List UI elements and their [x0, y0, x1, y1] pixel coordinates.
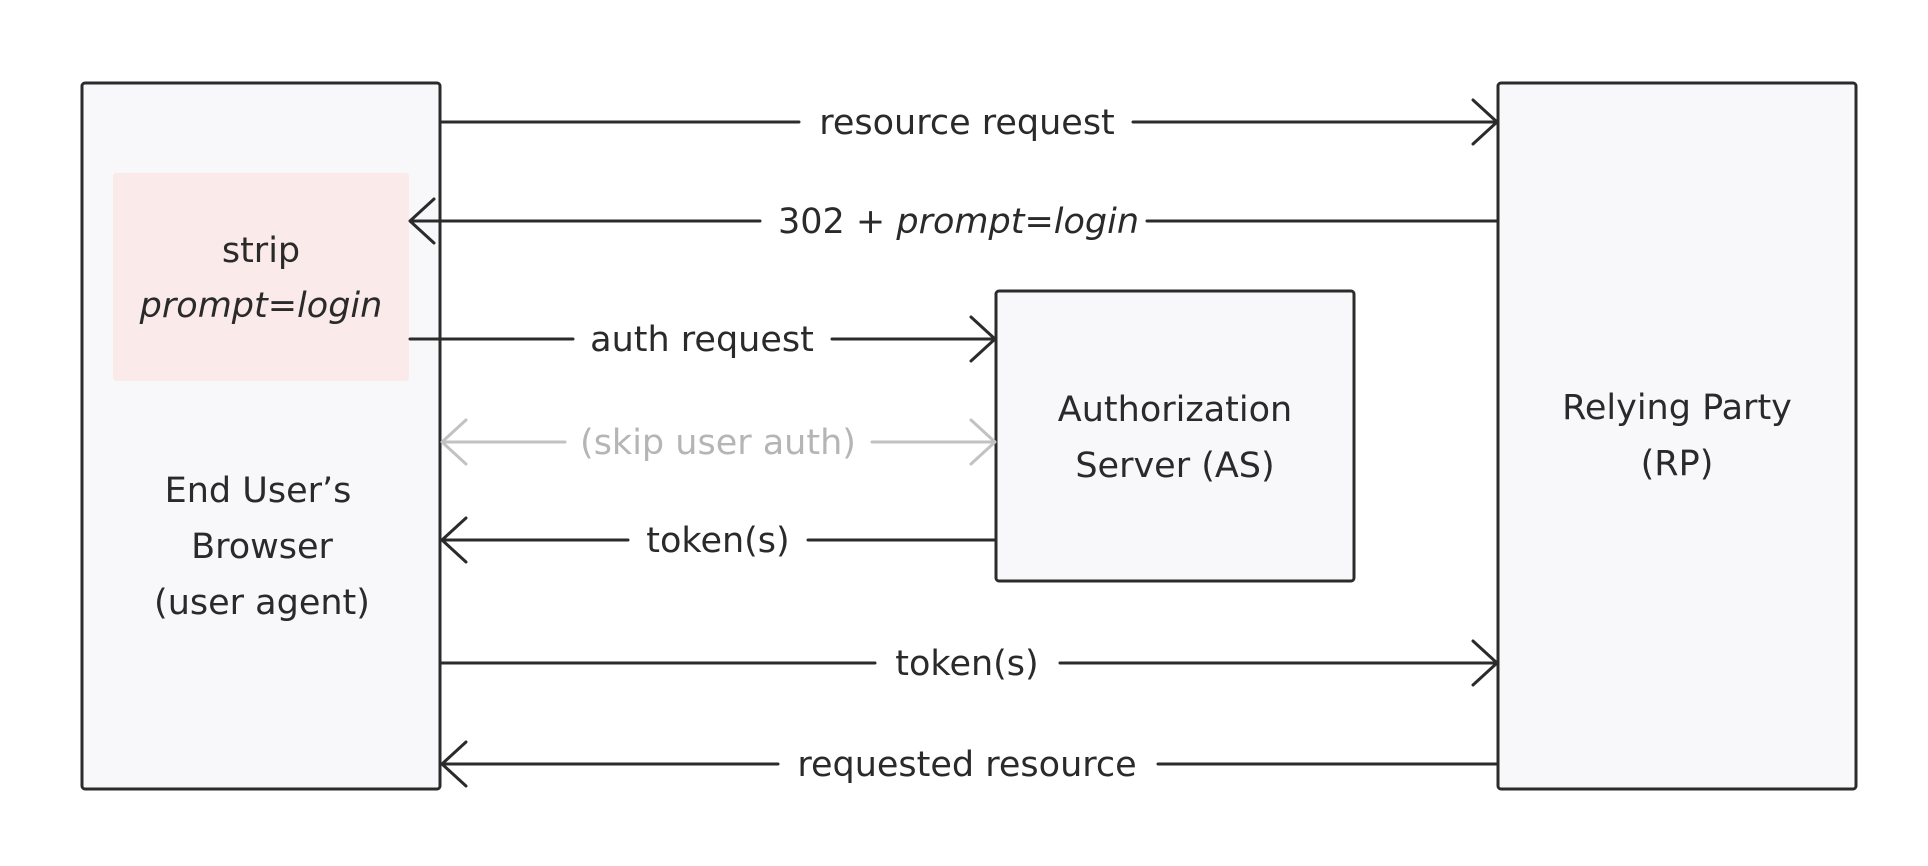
relying-party-label-line2: (RP)	[1641, 444, 1714, 484]
edge-label-tokens-to-rp: token(s)	[895, 644, 1038, 684]
edge-auth-request: auth request	[408, 315, 997, 363]
arrowhead-left-icon	[440, 418, 468, 466]
edge-tokens-from-as: token(s)	[440, 516, 998, 564]
arrowhead-left-icon	[440, 516, 468, 564]
relying-party-label-line1: Relying Party	[1562, 388, 1792, 428]
strip-note-line2: prompt=login	[139, 286, 383, 326]
auth-server-box	[994, 289, 1356, 583]
relying-party-box	[1496, 81, 1858, 791]
edge-skip-user-auth: (skip user auth)	[440, 418, 997, 466]
strip-note-line1: strip	[222, 231, 300, 271]
auth-server-label-line1: Authorization	[1058, 390, 1292, 430]
arrowhead-right-icon	[1471, 98, 1499, 146]
edge-tokens-to-rp: token(s)	[439, 639, 1499, 687]
auth-server-label-line2: Server (AS)	[1075, 446, 1274, 486]
strip-prompt-note	[113, 173, 409, 381]
browser-label-line2: Browser	[191, 527, 333, 567]
edge-resource-request: resource request	[439, 98, 1499, 146]
browser-label-line1: End User’s	[165, 471, 352, 511]
arrowhead-right-icon	[969, 418, 997, 466]
edge-requested-resource: requested resource	[440, 740, 1500, 788]
arrowhead-left-icon	[408, 197, 436, 245]
edge-label-resource-request: resource request	[819, 103, 1115, 143]
edge-label-skip-user-auth: (skip user auth)	[580, 423, 856, 463]
edge-redirect-prompt-login: 302 + prompt=login	[408, 197, 1500, 245]
arrowhead-right-icon	[969, 315, 997, 363]
edge-label-auth-request: auth request	[590, 320, 814, 360]
arrowhead-right-icon	[1471, 639, 1499, 687]
edge-label-tokens-from-as: token(s)	[646, 521, 789, 561]
edge-label-redirect: 302 + prompt=login	[778, 202, 1139, 242]
edge-label-requested-resource: requested resource	[797, 745, 1136, 785]
arrowhead-left-icon	[440, 740, 468, 788]
edge-label-redirect-prefix: 302 +	[778, 202, 896, 242]
browser-label-line3: (user agent)	[154, 583, 370, 623]
edge-label-redirect-italic: prompt=login	[895, 202, 1139, 242]
